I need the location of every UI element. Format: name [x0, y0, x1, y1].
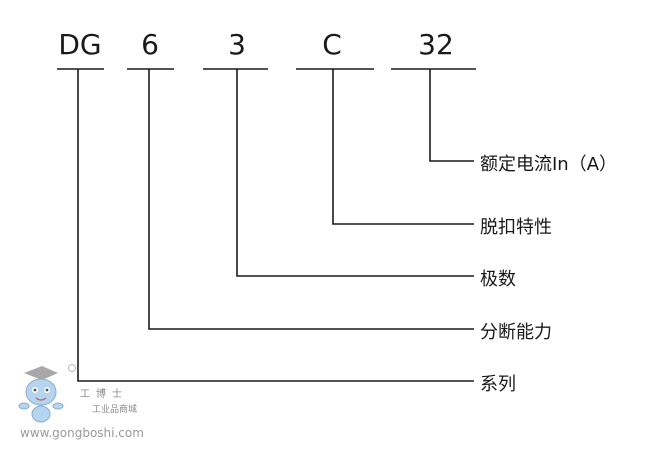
code-trip-characteristic: C: [322, 28, 342, 61]
label-breaking-capacity: 分断能力: [480, 322, 552, 343]
code-poles: 3: [228, 28, 246, 61]
code-breaking-capacity: 6: [141, 28, 159, 61]
label-series: 系列: [480, 374, 516, 395]
code-series: DG: [58, 28, 102, 61]
leader-rated-current: [429, 69, 474, 162]
leader-breaking-capacity: [148, 69, 474, 330]
code-rated-current: 32: [418, 28, 454, 61]
label-rated-current: 额定电流In（A）: [480, 154, 618, 175]
watermark-url: www.gongboshi.com: [20, 426, 144, 440]
mascot-logo-icon: [18, 364, 76, 423]
label-trip-characteristic: 脱扣特性: [480, 217, 552, 238]
leader-trip-characteristic: [332, 69, 474, 225]
watermark-subtitle: 工业品商城: [92, 405, 138, 415]
leader-series: [77, 69, 474, 382]
label-poles: 极数: [480, 269, 516, 290]
watermark-brand: 工博士: [80, 389, 128, 400]
leader-poles: [236, 69, 474, 277]
